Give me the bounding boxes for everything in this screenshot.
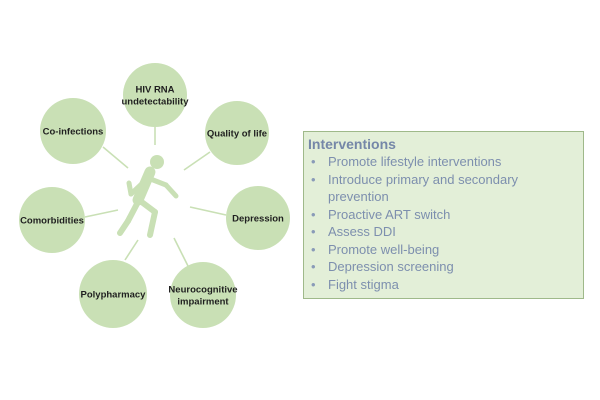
list-item: Assess DDI <box>308 223 575 241</box>
node-label: HIV RNA <box>135 85 174 96</box>
node-circle <box>205 101 269 165</box>
node-label: Co-infections <box>43 127 104 138</box>
node-depression: Depression <box>226 186 290 250</box>
node-label: Polypharmacy <box>81 290 147 301</box>
connector-line-neurocognitive <box>173 237 189 267</box>
interventions-box: Interventions Promote lifestyle interven… <box>303 131 584 299</box>
node-label: Comorbidities <box>20 216 84 227</box>
connector-line-polypharmacy <box>124 239 139 261</box>
node-label: Quality of life <box>207 129 267 140</box>
interventions-title: Interventions <box>308 136 396 152</box>
list-item: Introduce primary and secondary preventi… <box>308 171 575 206</box>
list-item: Promote well-being <box>308 241 575 259</box>
node-label: impairment <box>177 297 229 308</box>
node-circle <box>123 63 187 127</box>
connector-line-depression <box>189 206 227 216</box>
connector-line-quality-of-life <box>183 151 211 171</box>
list-item: Proactive ART switch <box>308 206 575 224</box>
node-co-infections: Co-infections <box>40 98 106 164</box>
connector-lines <box>84 127 227 267</box>
walking-person-icon <box>117 155 179 238</box>
node-comorbidities: Comorbidities <box>19 187 85 253</box>
node-label: Depression <box>232 214 284 225</box>
node-label: undetectability <box>121 97 189 108</box>
node-circle <box>226 186 290 250</box>
node-circle <box>19 187 85 253</box>
connector-line-co-infections <box>102 146 129 169</box>
interventions-list: Promote lifestyle interventions Introduc… <box>308 153 575 293</box>
node-polypharmacy: Polypharmacy <box>79 260 147 328</box>
node-quality-of-life: Quality of life <box>205 101 269 165</box>
list-item: Depression screening <box>308 258 575 276</box>
list-item: Fight stigma <box>308 276 575 294</box>
node-circle <box>170 262 236 328</box>
connector-line-comorbidities <box>84 209 119 218</box>
list-item: Promote lifestyle interventions <box>308 153 575 171</box>
node-label: Neurocognitive <box>168 285 237 296</box>
node-circle <box>40 98 106 164</box>
node-circle <box>79 260 147 328</box>
